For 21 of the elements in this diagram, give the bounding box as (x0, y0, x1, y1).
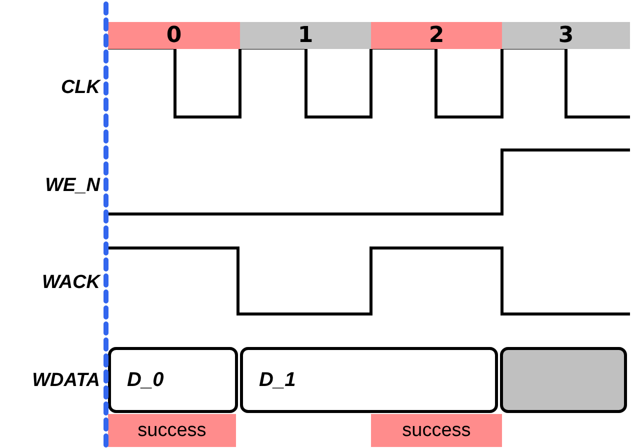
signal-name: CLK (60, 76, 100, 100)
cycle-band (240, 22, 371, 49)
data-value: D_1 (259, 368, 296, 392)
signal-name: WACK (40, 271, 100, 295)
cycle-band (108, 22, 240, 49)
data-segment (108, 347, 238, 413)
status-text: success (138, 420, 206, 442)
status-text: success (402, 420, 471, 442)
cycle-band (371, 22, 502, 49)
cycle-number: 0 (166, 23, 182, 48)
cycle-number: 1 (298, 23, 314, 48)
cycle-number: 3 (558, 23, 574, 48)
data-segment (500, 347, 627, 413)
data-segment (240, 347, 498, 413)
signal-name: WE_N (44, 174, 100, 198)
cycle-number: 2 (428, 23, 444, 48)
signal-name: WDATA (31, 369, 100, 393)
status-band (108, 414, 236, 447)
cycle-band (502, 22, 630, 49)
data-value: D_0 (127, 368, 164, 392)
status-band (371, 414, 502, 447)
